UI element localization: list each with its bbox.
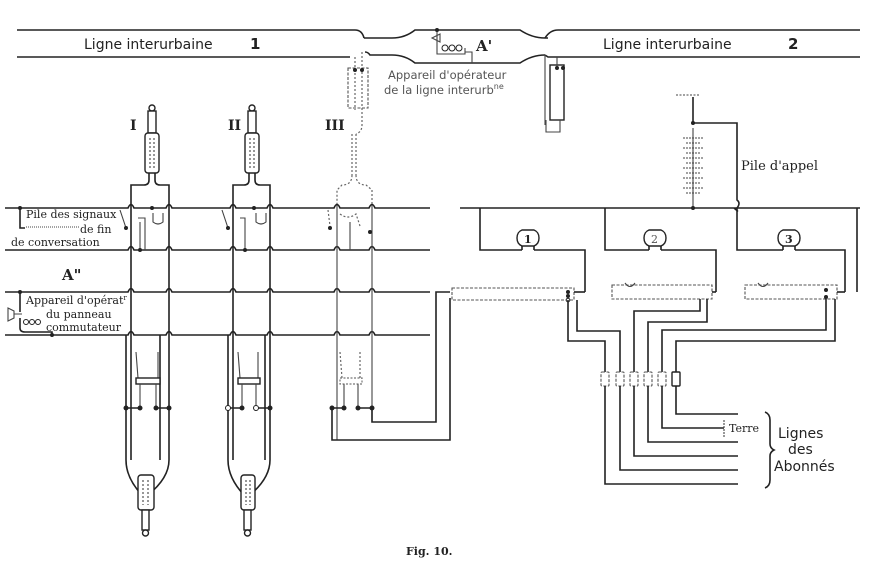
subscriber-lines-brace: Lignes des Abonnés (764, 411, 835, 489)
panel-operator-mark: A" (61, 266, 81, 284)
intercity-line-1-number: 1 (250, 35, 260, 53)
intercity-line-2: Ligne interurbaine 2 (544, 29, 860, 58)
subscriber-lines-label-3: Abonnés (774, 459, 835, 475)
cord-label-III: III (325, 118, 345, 134)
drop-indicator-label-1: 1 (524, 233, 532, 246)
ground-label: Terre (729, 422, 759, 435)
ground-terminal: Terre (723, 420, 759, 438)
call-battery-label: Pile d'appel (741, 159, 818, 174)
cord-label-I: I (130, 118, 137, 134)
signal-battery-label-2: de fin (80, 223, 111, 236)
cord-III-leads (331, 291, 451, 441)
intercity-line-1-label: Ligne interurbaine (84, 37, 213, 53)
intercity-line-2-number: 2 (788, 35, 798, 53)
intercity-operator-label-2: de la ligne interurbne (384, 82, 504, 97)
signal-battery-label-1: Pile des signaux (26, 208, 117, 221)
drop-indicator-1: 1 (516, 229, 540, 250)
cord-wires (125, 205, 373, 460)
panel-operator-label-3: commutateur (46, 321, 122, 334)
call-battery: Pile d'appel (676, 94, 818, 209)
protector-block (600, 371, 681, 387)
battery-cells-icon (683, 128, 703, 208)
intercity-line-2-label: Ligne interurbaine (603, 37, 732, 53)
intercity-operator-mark: A' (475, 37, 492, 55)
intercity-operator-circuit: A' Appareil d'opérateur de la ligne inte… (364, 28, 548, 97)
drop-indicator-label-2: 2 (651, 233, 658, 246)
cord-junction-dots (123, 405, 375, 411)
cord-label-II: II (228, 118, 241, 134)
drop-indicator-label-3: 3 (785, 233, 793, 246)
jack-to-fuse-wires (567, 299, 836, 372)
subscriber-jack-1[interactable] (451, 287, 585, 303)
signal-battery-label-3: de conversation (11, 236, 100, 249)
receiver-coil-icon (441, 44, 449, 52)
intercity-jack-1[interactable] (347, 52, 369, 135)
cord-pair-III-top-plug[interactable]: III (325, 118, 373, 205)
cord-pair-II-bottom-plug[interactable] (227, 459, 271, 537)
subscriber-line-wires (604, 386, 738, 485)
intercity-operator-label-1: Appareil d'opérateur (388, 68, 507, 82)
subscriber-jack-3[interactable] (744, 282, 845, 300)
intercity-jack-2[interactable] (544, 55, 565, 133)
subscriber-lines-label-2: des (788, 442, 813, 458)
subscriber-jack-2[interactable] (611, 282, 716, 300)
panel-operator: A" Appareil d'opératr du panneau commuta… (7, 266, 127, 337)
figure-caption: Fig. 10. (406, 545, 452, 558)
signal-battery: Pile des signaux de fin de conversation (11, 206, 117, 249)
bus-line-right (460, 206, 860, 292)
drop-indicator-3: 3 (777, 229, 801, 250)
listening-keys[interactable] (135, 351, 363, 408)
subscriber-lines-label-1: Lignes (778, 426, 823, 442)
panel-operator-label-2: du panneau (46, 308, 112, 321)
intercity-line-1: Ligne interurbaine 1 (17, 29, 365, 58)
cord-pair-II-top-plug[interactable]: II (228, 104, 271, 205)
drop-indicator-2: 2 (643, 229, 667, 250)
cord-pair-I-top-plug[interactable]: I (130, 104, 170, 205)
signal-keys[interactable] (119, 206, 372, 252)
panel-operator-label-1: Appareil d'opératr (25, 294, 127, 307)
cord-pair-I-bottom-plug[interactable] (125, 459, 170, 537)
